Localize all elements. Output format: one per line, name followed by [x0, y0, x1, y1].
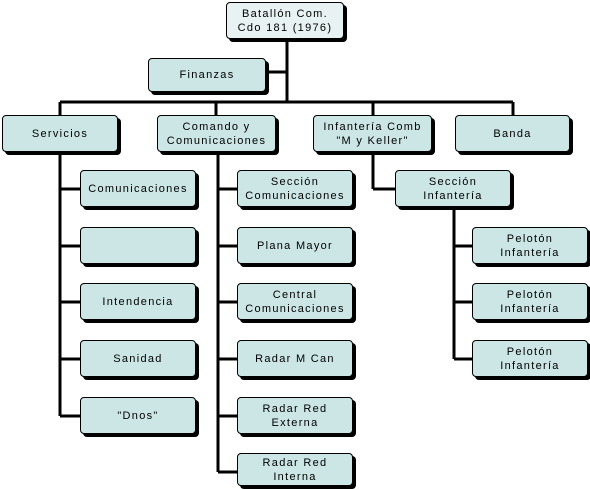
comando-child-seccion-comunicaciones: Sección Comunicaciones: [237, 170, 353, 207]
peloton-infanteria-3: Pelotón Infantería: [472, 340, 588, 377]
comando-child-plana-mayor: Plana Mayor: [237, 227, 353, 264]
comando-child-central-comunicaciones: Central Comunicaciones: [237, 283, 353, 320]
servicios-child-intendencia: Intendencia: [80, 283, 196, 320]
comando-child-radar-m-can: Radar M Can: [237, 340, 353, 377]
servicios-child-empty: [80, 227, 196, 264]
peloton-infanteria-1: Pelotón Infantería: [472, 227, 588, 264]
servicios-child-sanidad: Sanidad: [80, 340, 196, 377]
root-node: Batallón Com. Cdo 181 (1976): [226, 2, 344, 39]
finanzas-node: Finanzas: [148, 58, 266, 92]
servicios-node: Servicios: [2, 115, 118, 152]
comando-child-radar-red-externa: Radar Red Externa: [237, 397, 353, 434]
comando-child-radar-red-interna: Radar Red Interna: [237, 453, 353, 486]
peloton-infanteria-2: Pelotón Infantería: [472, 283, 588, 320]
comando-node: Comando y Comunicaciones: [157, 115, 276, 152]
servicios-child-dnos: "Dnos": [80, 397, 196, 434]
banda-node: Banda: [455, 115, 570, 152]
servicios-child-comunicaciones: Comunicaciones: [80, 170, 196, 207]
seccion-infanteria-node: Sección Infantería: [395, 170, 511, 207]
infanteria-node: Infantería Comb "M y Keller": [313, 115, 432, 152]
